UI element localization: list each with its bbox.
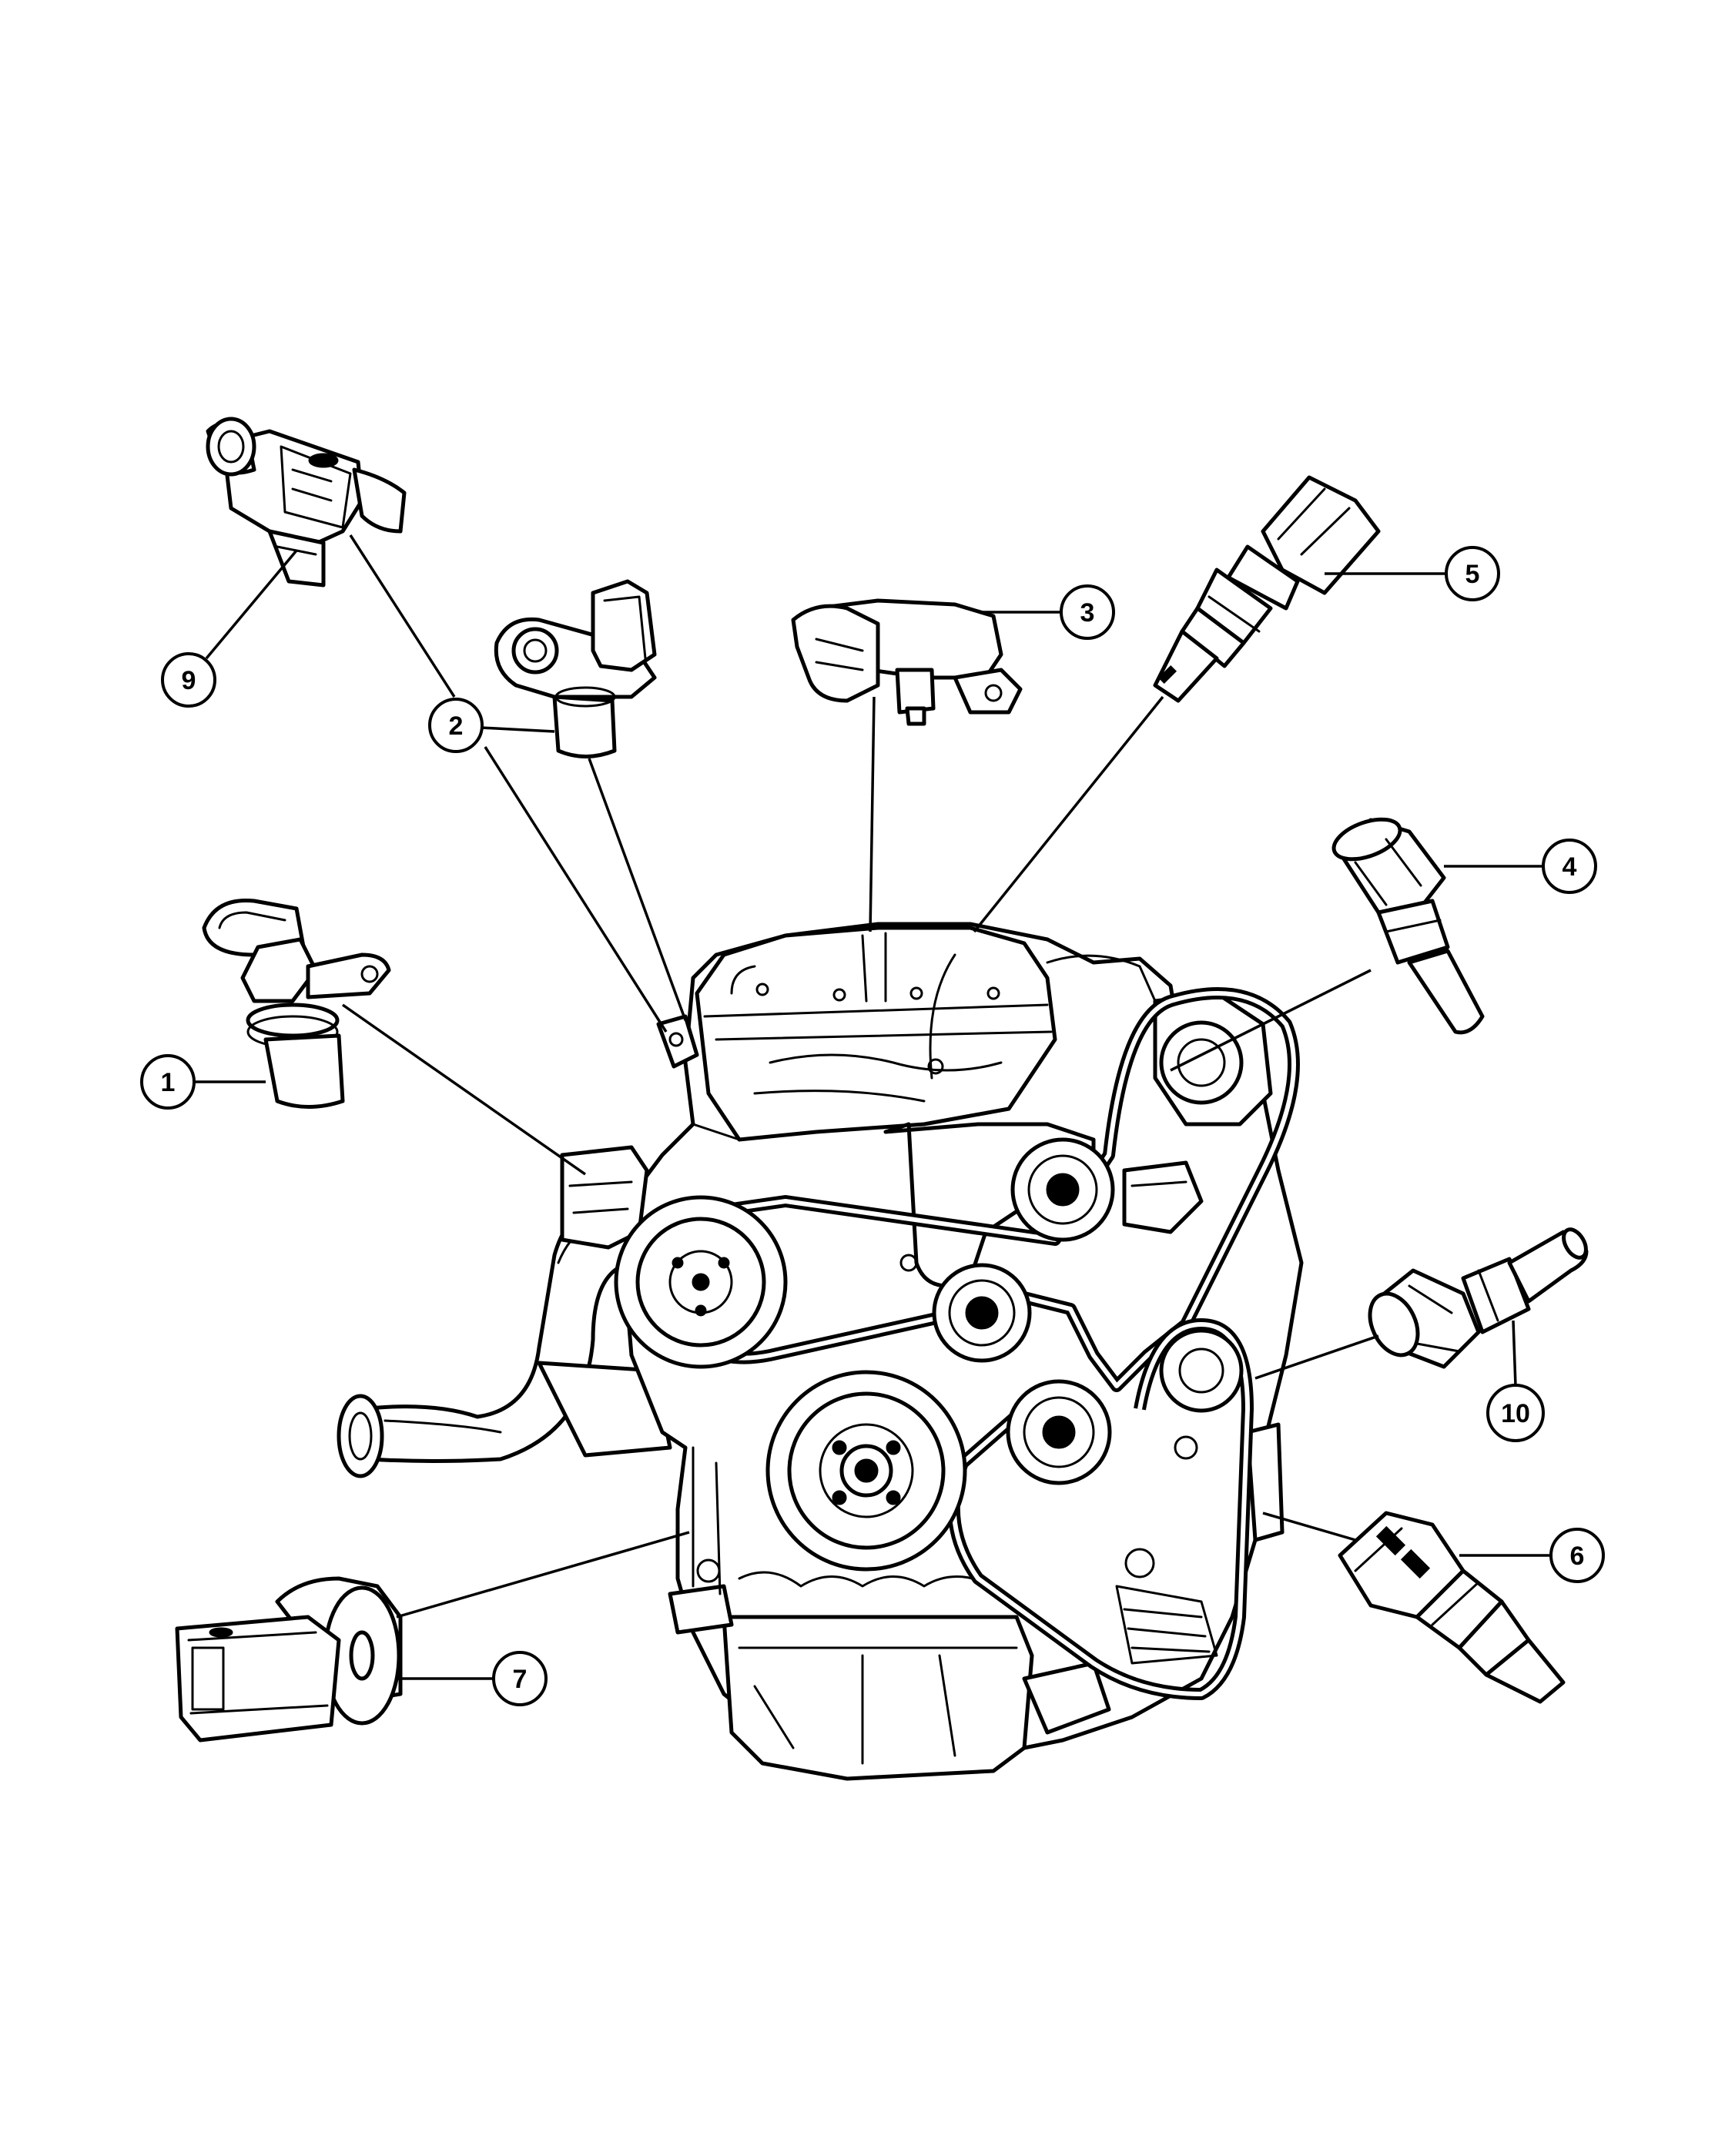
sensor-part-9 <box>206 417 407 588</box>
leader-2-sensor <box>588 758 687 1021</box>
leader-3-part <box>869 696 876 932</box>
sensor-part-3 <box>791 598 1023 726</box>
engine-assembly <box>337 922 1304 1781</box>
leader-7-part <box>396 1531 690 1619</box>
sensor-part-1 <box>202 898 391 1109</box>
callout-1: 1 <box>140 1054 196 1110</box>
leader-10-label <box>1512 1320 1517 1387</box>
callout-6-label: 6 <box>1570 1542 1585 1571</box>
callout-5: 5 <box>1445 546 1500 601</box>
callout-5-label: 5 <box>1465 560 1480 589</box>
leader-4-part <box>1170 969 1372 1072</box>
callout-6: 6 <box>1549 1528 1605 1583</box>
leader-2-lower <box>484 746 668 1033</box>
leader-2-upper <box>349 534 456 698</box>
water-pump-pulley <box>614 1195 788 1369</box>
callout-3: 3 <box>1060 584 1115 640</box>
callout-7-label: 7 <box>513 1665 528 1694</box>
callout-4-label: 4 <box>1563 852 1577 882</box>
lower-block <box>692 1422 1285 1665</box>
callout-9: 9 <box>161 652 216 708</box>
sensor-part-2 <box>494 579 657 758</box>
leader-lines <box>193 534 1552 1680</box>
callout-7: 7 <box>492 1651 548 1706</box>
sensor-part-10 <box>1368 1227 1589 1369</box>
sensor-part-4 <box>1331 817 1485 1035</box>
oil-pan <box>668 1584 1111 1781</box>
intake-manifold <box>695 926 1157 1142</box>
leader-6-part <box>1262 1512 1356 1542</box>
leader-10-part <box>1254 1334 1379 1380</box>
leader-1-part <box>341 1003 587 1176</box>
alternator <box>1122 991 1273 1234</box>
callout-4: 4 <box>1542 839 1597 894</box>
callout-10-label: 10 <box>1501 1399 1530 1428</box>
idler-pulleys <box>932 1137 1244 1485</box>
callout-10: 10 <box>1486 1384 1545 1442</box>
leader-9-part <box>205 549 298 660</box>
callout-3-label: 3 <box>1080 598 1095 628</box>
leader-2-label <box>481 726 555 733</box>
callout-9-label: 9 <box>182 666 196 695</box>
callouts: 1 2 3 4 5 6 7 9 <box>140 546 1605 1706</box>
callout-1-label: 1 <box>161 1068 176 1097</box>
callout-2: 2 <box>428 698 484 753</box>
leader-5-part <box>973 695 1164 933</box>
callout-2-label: 2 <box>449 711 464 741</box>
crankshaft-pulley <box>765 1370 967 1572</box>
sensor-part-6 <box>1338 1511 1566 1704</box>
sensor-part-7 <box>175 1576 403 1743</box>
sensor-part-5 <box>1153 475 1381 703</box>
